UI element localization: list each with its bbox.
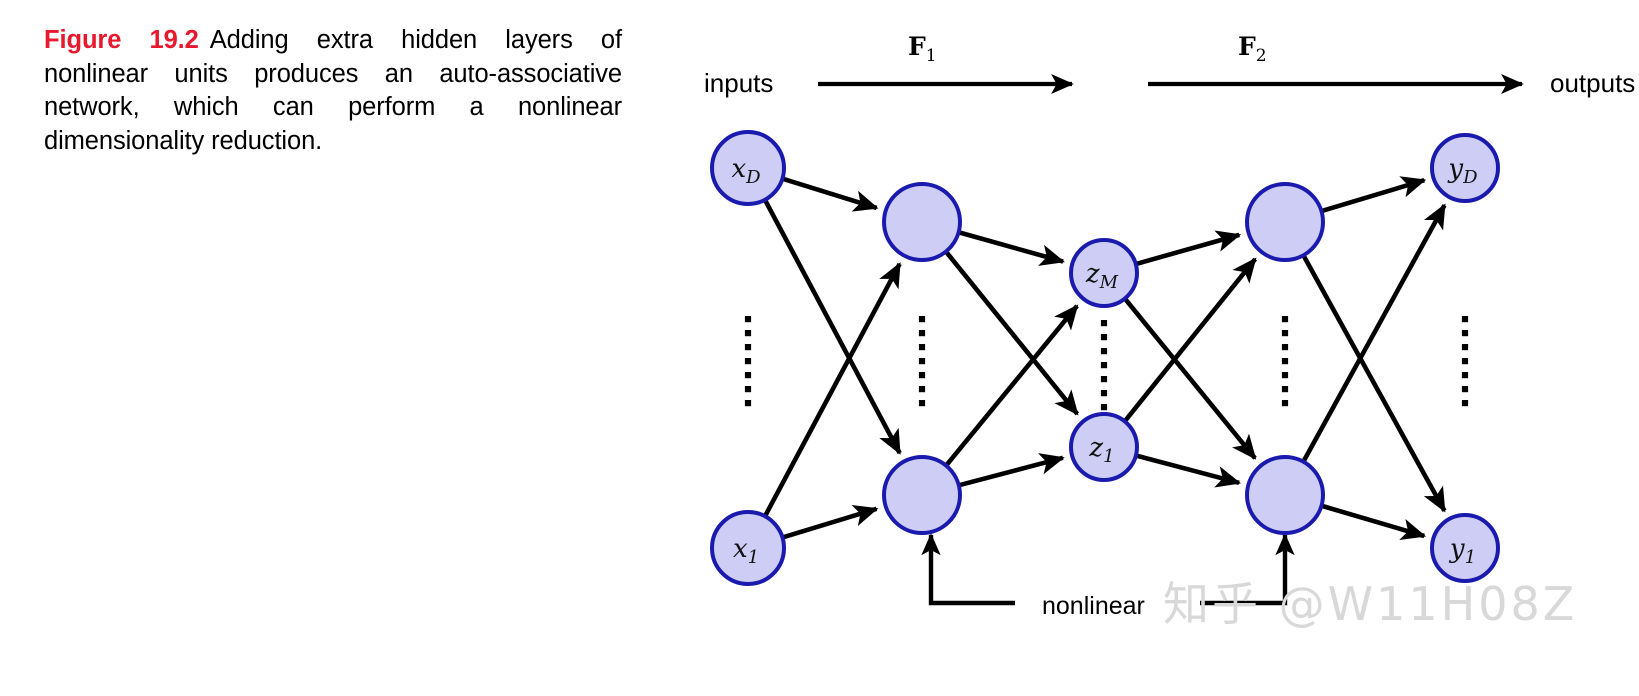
network-edge bbox=[1321, 176, 1427, 213]
node-label: zM bbox=[1085, 259, 1119, 293]
node-label: yD bbox=[1447, 154, 1478, 188]
node-label: z1 bbox=[1088, 433, 1114, 467]
network-edge bbox=[763, 199, 902, 455]
ellipsis-dot bbox=[918, 330, 926, 337]
network-edge bbox=[1123, 297, 1257, 460]
ellipsis-dot bbox=[1100, 334, 1108, 341]
network-edge bbox=[1123, 257, 1258, 422]
ellipsis-dot bbox=[744, 330, 752, 337]
ellipsis-dot bbox=[918, 372, 926, 379]
ellipsis-dot bbox=[918, 386, 926, 393]
network-edge bbox=[763, 262, 902, 517]
node-circle[interactable] bbox=[710, 510, 786, 586]
network-edge bbox=[944, 250, 1080, 416]
ellipsis-dot bbox=[1461, 330, 1469, 337]
inputs-label: inputs bbox=[704, 68, 774, 98]
ellipsis-dot bbox=[1281, 330, 1289, 337]
ellipsis-dot bbox=[918, 344, 926, 351]
network-node-h2_bottom[interactable] bbox=[1245, 455, 1325, 535]
network-svg: xD x1 zM z1 yD y1 bbox=[710, 74, 1524, 606]
network-nodes: xD x1 zM z1 yD y1 bbox=[710, 130, 1500, 586]
ellipsis-dot bbox=[1100, 376, 1108, 383]
network-node-z_M[interactable]: zM bbox=[1069, 238, 1139, 308]
ellipsis-dot bbox=[744, 400, 752, 407]
network-node-x_1[interactable]: x1 bbox=[710, 510, 786, 586]
network-node-h1_top[interactable] bbox=[882, 182, 962, 262]
network-edge bbox=[1321, 503, 1427, 541]
network-node-x_D[interactable]: xD bbox=[710, 130, 786, 206]
f1-label: F1 bbox=[908, 32, 937, 66]
site-watermark: 知乎 @W11H08Z bbox=[1163, 577, 1578, 631]
ellipsis-dot bbox=[1281, 344, 1289, 351]
nonlinear-pointer-right bbox=[1200, 533, 1295, 606]
ellipsis-dot bbox=[744, 358, 752, 365]
node-circle[interactable] bbox=[882, 182, 962, 262]
nonlinear-pointer-left bbox=[921, 533, 1015, 606]
node-circle[interactable] bbox=[1430, 513, 1500, 583]
node-label: y1 bbox=[1449, 534, 1476, 568]
network-edge bbox=[1136, 230, 1242, 266]
node-circle[interactable] bbox=[710, 130, 786, 206]
ellipsis-dot bbox=[1100, 362, 1108, 369]
ellipsis-dot bbox=[1281, 358, 1289, 365]
ellipsis-dot-columns bbox=[744, 316, 1469, 411]
network-diagram: inputs F1 F2 outputs nonlinear xD x1 zM z1 y… bbox=[660, 0, 1639, 696]
nonlinear-annotation-label: nonlinear bbox=[1042, 592, 1145, 620]
ellipsis-dot bbox=[1100, 404, 1108, 411]
ellipsis-dot bbox=[1281, 316, 1289, 323]
network-edge bbox=[1301, 203, 1447, 462]
network-node-z_1[interactable]: z1 bbox=[1069, 412, 1139, 482]
network-edges bbox=[763, 176, 1447, 541]
ellipsis-dot bbox=[744, 386, 752, 393]
network-edge bbox=[1136, 453, 1242, 488]
node-circle[interactable] bbox=[1245, 455, 1325, 535]
network-edge bbox=[1301, 255, 1447, 513]
network-edge bbox=[782, 176, 879, 212]
ellipsis-dot bbox=[1461, 372, 1469, 379]
ellipsis-dot bbox=[1281, 400, 1289, 407]
ellipsis-dot bbox=[744, 316, 752, 323]
ellipsis-dot bbox=[918, 316, 926, 323]
network-node-y_D[interactable]: yD bbox=[1430, 133, 1500, 203]
ellipsis-dot bbox=[918, 358, 926, 365]
ellipsis-dot bbox=[744, 372, 752, 379]
ellipsis-dot bbox=[1461, 400, 1469, 407]
network-edge bbox=[782, 505, 879, 540]
ellipsis-dot bbox=[744, 344, 752, 351]
network-edge bbox=[944, 304, 1079, 467]
ellipsis-dot bbox=[1281, 372, 1289, 379]
node-label: x1 bbox=[733, 534, 759, 568]
network-node-y_1[interactable]: y1 bbox=[1430, 513, 1500, 583]
network-node-h2_top[interactable] bbox=[1245, 182, 1325, 262]
network-node-h1_bottom[interactable] bbox=[882, 455, 962, 535]
ellipsis-dot bbox=[1461, 386, 1469, 393]
network-edge bbox=[958, 230, 1065, 266]
network-edge bbox=[959, 453, 1065, 488]
node-circle[interactable] bbox=[1430, 133, 1500, 203]
ellipsis-dot bbox=[918, 400, 926, 407]
node-circle[interactable] bbox=[1245, 182, 1325, 262]
node-circle[interactable] bbox=[1069, 412, 1139, 482]
f2-label: F2 bbox=[1238, 32, 1267, 66]
ellipsis-dot bbox=[1100, 390, 1108, 397]
ellipsis-dot bbox=[1100, 348, 1108, 355]
ellipsis-dot bbox=[1461, 358, 1469, 365]
node-label: xD bbox=[731, 154, 761, 188]
ellipsis-dot bbox=[1281, 386, 1289, 393]
figure-caption-text: Adding extra hidden layers of nonlinear … bbox=[44, 26, 622, 155]
ellipsis-dot bbox=[1461, 316, 1469, 323]
ellipsis-dot bbox=[1100, 320, 1108, 327]
node-circle[interactable] bbox=[882, 455, 962, 535]
ellipsis-dot bbox=[1461, 344, 1469, 351]
figure-number-label: Figure 19.2 bbox=[44, 26, 199, 54]
outputs-label: outputs bbox=[1550, 68, 1636, 98]
node-circle[interactable] bbox=[1069, 238, 1139, 308]
